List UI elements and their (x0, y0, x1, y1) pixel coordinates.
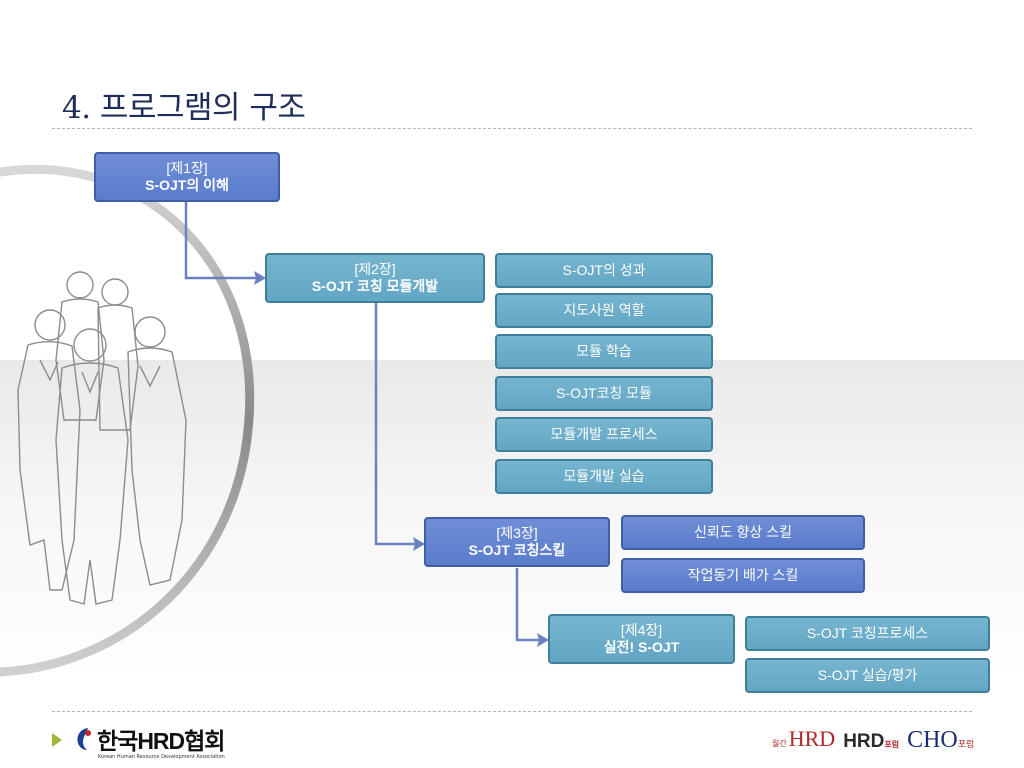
cho-forum-logo-small: 포럼 (957, 739, 975, 749)
arrow-heads (254, 271, 549, 647)
org-logo: 한국HRD협회 Korean Human Resource Developmen… (74, 722, 225, 760)
connector-ch1-ch2 (184, 202, 258, 280)
chapter-4-item-label: S-OJT 코칭프로세스 (806, 625, 929, 641)
chapter-2-name: S-OJT 코칭 모듈개발 (311, 278, 439, 294)
chapter-2-item-label: S-OJT의 성과 (562, 262, 646, 278)
chapter-2-item-label: 지도사원 역할 (563, 302, 645, 318)
connector-ch2-ch3 (374, 302, 418, 546)
monthly-hrd-logo-small: 월간 (772, 739, 787, 748)
chapter-4-item: S-OJT 실습/평가 (745, 658, 990, 693)
chapter-4-box: [제4장] 실전! S-OJT (548, 614, 735, 664)
hrd-forum-logo: HRD포럼 (843, 732, 899, 755)
chapter-4-item: S-OJT 코칭프로세스 (745, 616, 990, 651)
chapter-1-tag: [제1장] (166, 160, 208, 176)
hrd-forum-logo-text: HRD (843, 731, 885, 752)
cho-forum-logo: CHO포럼 (907, 727, 975, 755)
chapter-2-item-label: S-OJT코칭 모듈 (556, 385, 652, 401)
chapter-3-item-label: 작업동기 배가 스킬 (687, 567, 799, 583)
chapter-3-tag: [제3장] (496, 525, 538, 541)
org-logo-text: 한국HRD협회 (97, 728, 225, 754)
chapter-4-item-label: S-OJT 실습/평가 (817, 667, 918, 683)
arrow-right-icon (413, 537, 425, 551)
org-logo-subtitle: Korean Human Resource Development Associ… (98, 754, 225, 760)
chapter-2-item: S-OJT코칭 모듈 (495, 376, 713, 411)
connector-lines (184, 202, 541, 642)
partner-logos: 월간HRD HRD포럼 CHO포럼 (772, 728, 974, 755)
chapter-2-item: S-OJT의 성과 (495, 253, 713, 288)
chapter-3-item: 신뢰도 향상 스킬 (621, 515, 865, 550)
hrd-forum-logo-small: 포럼 (884, 740, 900, 749)
cho-forum-logo-text: CHO (907, 727, 958, 753)
arrow-right-icon (537, 633, 549, 647)
play-triangle-icon (52, 733, 62, 747)
chapter-4-name: 실전! S-OJT (603, 639, 680, 655)
chapter-2-item-label: 모듈개발 실습 (563, 468, 645, 484)
chapter-1-box: [제1장] S-OJT의 이해 (94, 152, 280, 202)
title-divider (52, 128, 972, 129)
chapter-1-name: S-OJT의 이해 (145, 177, 229, 193)
page-title: 4. 프로그램의 구조 (62, 90, 306, 126)
chapter-2-item: 모듈개발 실습 (495, 459, 713, 494)
chapter-3-item: 작업동기 배가 스킬 (621, 558, 865, 593)
chapter-3-box: [제3장] S-OJT 코칭스킬 (424, 517, 610, 567)
org-emblem-icon (77, 728, 91, 750)
monthly-hrd-logo-text: HRD (788, 726, 836, 751)
chapter-2-item: 모듈 학습 (495, 334, 713, 369)
chapter-2-box: [제2장] S-OJT 코칭 모듈개발 (265, 253, 485, 303)
chapter-3-item-label: 신뢰도 향상 스킬 (694, 524, 792, 540)
arrow-right-icon (254, 271, 266, 285)
chapter-3-name: S-OJT 코칭스킬 (468, 542, 566, 558)
chapter-2-item: 지도사원 역할 (495, 293, 713, 328)
monthly-hrd-logo: 월간HRD (772, 728, 835, 755)
chapter-2-item-label: 모듈개발 프로세스 (550, 426, 658, 442)
footer-divider (52, 711, 972, 712)
chapter-2-item-label: 모듈 학습 (576, 343, 632, 359)
chapter-2-item: 모듈개발 프로세스 (495, 417, 713, 452)
chapter-4-tag: [제4장] (620, 622, 663, 638)
people-silhouette-icon (17, 271, 187, 605)
chapter-2-tag: [제2장] (354, 261, 396, 277)
connector-ch3-ch4 (515, 568, 541, 642)
